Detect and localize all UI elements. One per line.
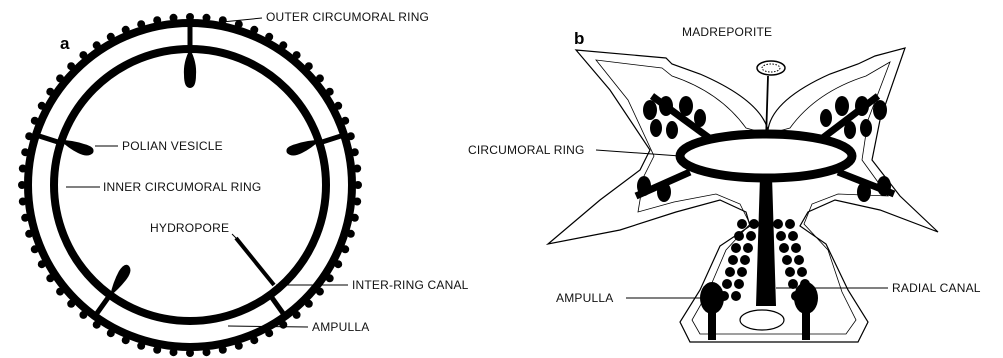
- radial-ampulla: [773, 219, 783, 229]
- radial-ampulla: [728, 255, 738, 265]
- circumoral-ring: [680, 134, 852, 178]
- radial-ampulla: [725, 267, 735, 277]
- label-inter-ring-canal: INTER-RING CANAL: [352, 278, 469, 292]
- panel-a: a: [18, 10, 469, 357]
- radial-ampulla: [740, 255, 750, 265]
- label-radial-canal: RADIAL CANAL: [892, 281, 981, 295]
- radial-ampulla: [746, 231, 756, 241]
- label-circumoral-ring: CIRCUMORAL RING: [468, 143, 585, 157]
- radial-ampulla: [791, 243, 801, 253]
- label-madreporite: MADREPORITE: [682, 25, 772, 39]
- radial-ampulla: [737, 267, 747, 277]
- radial-ampulla: [776, 231, 786, 241]
- label-ampulla-a: AMPULLA: [312, 320, 369, 334]
- radial-canal: [756, 176, 776, 306]
- radial-ampulla: [731, 243, 741, 253]
- radial-ampulla: [749, 219, 759, 229]
- madreporite-plate: [757, 61, 785, 75]
- radial-ampulla: [734, 231, 744, 241]
- label-outer-circumoral-ring: OUTER CIRCUMORAL RING: [266, 10, 429, 24]
- hydropore-duct: [236, 238, 274, 285]
- radial-ampulla: [785, 267, 795, 277]
- label-ampulla-b: AMPULLA: [556, 291, 613, 305]
- radial-ampulla: [734, 279, 744, 289]
- panel-b: b: [468, 25, 981, 342]
- panel-a-letter: a: [60, 34, 70, 53]
- radial-ampulla: [788, 231, 798, 241]
- radial-ampulla: [779, 243, 789, 253]
- radial-ampulla: [731, 291, 741, 301]
- label-inner-circumoral-ring: INNER CIRCUMORAL RING: [103, 180, 261, 194]
- radial-ampulla: [785, 219, 795, 229]
- radial-ampulla: [794, 255, 804, 265]
- label-hydropore: HYDROPORE: [150, 221, 229, 235]
- panel-b-letter: b: [574, 29, 584, 48]
- radial-ampulla: [722, 279, 732, 289]
- tube-foot-tip: [740, 310, 784, 330]
- radial-ampulla: [743, 243, 753, 253]
- radial-ampulla: [797, 267, 807, 277]
- label-polian-vesicle: POLIAN VESICLE: [122, 139, 223, 153]
- radial-ampulla: [782, 255, 792, 265]
- radial-ampulla: [737, 219, 747, 229]
